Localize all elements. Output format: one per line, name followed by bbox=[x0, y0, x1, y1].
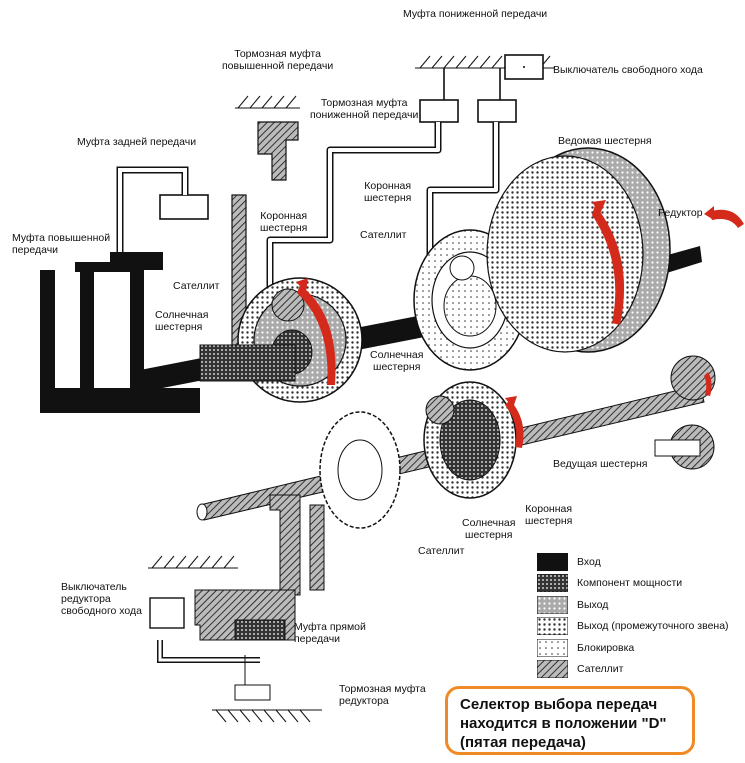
legend-label: Компонент мощности bbox=[577, 577, 683, 590]
label-reducer-freewheel-switch-line2: редуктора bbox=[61, 593, 111, 605]
legend-swatch-input bbox=[537, 552, 568, 571]
label-high-gear-brake-line1: Тормозная муфта bbox=[234, 48, 321, 60]
legend-swatch-lock bbox=[537, 638, 568, 657]
legend-label: Выход bbox=[577, 598, 609, 611]
legend-label: Блокировка bbox=[577, 641, 635, 654]
label-reducer-brake-line1: Тормозная муфта bbox=[339, 683, 426, 695]
label-ring-gear-3: Коронная шестерня bbox=[525, 503, 572, 527]
legend-swatch-planet bbox=[537, 660, 568, 679]
note-line-3: (пятая передача) bbox=[460, 734, 586, 751]
label-ring-gear-2-line2: шестерня bbox=[364, 192, 412, 204]
note-line-1: Селектор выбора передач bbox=[460, 696, 658, 713]
label-reducer-brake-line2: редуктора bbox=[339, 695, 389, 707]
label-planet-2: Сателлит bbox=[360, 229, 407, 241]
label-low-gear-clutch-top: Муфта пониженной передачи bbox=[403, 8, 548, 20]
label-sun-gear-1-line1: Солнечная bbox=[155, 309, 209, 321]
driven-gear bbox=[486, 147, 671, 353]
label-sun-gear-2-line1: Солнечная bbox=[370, 349, 424, 361]
label-ring-gear-1-line2: шестерня bbox=[260, 222, 308, 234]
label-direct-clutch-line2: передачи bbox=[294, 633, 341, 645]
clutch-housings bbox=[159, 54, 544, 220]
legend-label: Вход bbox=[577, 555, 601, 568]
gear-selector-note: Селектор выбора передач находится в поло… bbox=[445, 686, 695, 755]
label-high-gear-clutch-line1: Муфта повышенной bbox=[12, 232, 111, 244]
label-ring-gear-2: Коронная шестерня bbox=[364, 180, 411, 204]
legend-swatch-output bbox=[537, 595, 568, 614]
legend-swatch-power bbox=[537, 574, 568, 593]
planetary-set-1 bbox=[199, 277, 363, 403]
label-planet-1: Сателлит bbox=[173, 280, 220, 292]
legend-item-planet: Сателлит bbox=[537, 659, 737, 681]
legend-label: Выход (промежуточного звена) bbox=[577, 620, 729, 633]
label-reducer-freewheel-switch-line1: Выключатель bbox=[61, 581, 127, 593]
legend-label: Сателлит bbox=[577, 663, 624, 676]
rotation-arrows bbox=[296, 200, 744, 448]
legend-item-output-intermediate: Выход (промежуточного звена) bbox=[537, 616, 737, 638]
label-reverse-clutch: Муфта задней передачи bbox=[77, 136, 197, 148]
label-low-gear-brake-line1: Тормозная муфта bbox=[320, 97, 408, 109]
label-sun-gear-3: Солнечная шестерня bbox=[462, 517, 515, 541]
label-high-gear-clutch-line2: передачи bbox=[12, 244, 59, 256]
label-freewheel-switch: Выключатель свободного хода bbox=[553, 64, 703, 76]
label-direct-clutch-line1: Муфта прямой bbox=[294, 621, 366, 633]
legend-item-power: Компонент мощности bbox=[537, 573, 737, 595]
countershaft bbox=[196, 355, 716, 529]
legend-item-output: Выход bbox=[537, 594, 737, 616]
label-high-gear-brake-line2: повышенной передачи bbox=[222, 60, 334, 72]
label-low-gear-brake-line2: пониженной передачи bbox=[310, 109, 419, 121]
label-high-gear-brake: Тормозная муфта повышенной передачи bbox=[222, 48, 333, 72]
legend-item-lock: Блокировка bbox=[537, 637, 737, 659]
label-ring-gear-3-line2: шестерня bbox=[525, 515, 573, 527]
label-planet-3: Сателлит bbox=[418, 545, 465, 557]
label-low-gear-brake: Тормозная муфта пониженной передачи bbox=[310, 97, 418, 121]
brake-column-high bbox=[257, 121, 299, 181]
label-sun-gear-2-line2: шестерня bbox=[373, 361, 421, 373]
label-reducer-freewheel-switch: Выключатель редуктора свободного хода bbox=[61, 581, 142, 617]
lower-linkage bbox=[148, 494, 325, 723]
label-reducer-brake: Тормозная муфта редуктора bbox=[339, 683, 426, 707]
label-drive-gear: Ведущая шестерня bbox=[553, 458, 648, 470]
label-reducer: Редуктор bbox=[658, 207, 703, 219]
label-sun-gear-1-line2: шестерня bbox=[155, 321, 203, 333]
label-sun-gear-3-line1: Солнечная bbox=[462, 517, 516, 529]
label-ring-gear-1-line1: Коронная bbox=[260, 210, 308, 222]
label-ring-gear-1: Коронная шестерня bbox=[260, 210, 307, 234]
label-sun-gear-1: Солнечная шестерня bbox=[155, 309, 208, 333]
label-high-gear-clutch: Муфта повышенной передачи bbox=[12, 232, 110, 256]
label-sun-gear-3-line2: шестерня bbox=[465, 529, 513, 541]
label-sun-gear-2: Солнечная шестерня bbox=[370, 349, 423, 373]
label-reducer-freewheel-switch-line3: свободного хода bbox=[61, 605, 143, 617]
note-line-2: находится в положении "D" bbox=[460, 715, 667, 732]
label-direct-clutch: Муфта прямой передачи bbox=[294, 621, 366, 645]
legend-item-input: Вход bbox=[537, 551, 737, 573]
legend: Вход Компонент мощности Выход Выход (про… bbox=[537, 551, 737, 680]
label-ring-gear-3-line1: Коронная bbox=[525, 503, 573, 515]
label-driven-gear: Ведомая шестерня bbox=[558, 135, 652, 147]
legend-swatch-output-intermediate bbox=[537, 617, 568, 636]
label-ring-gear-2-line1: Коронная bbox=[364, 180, 412, 192]
